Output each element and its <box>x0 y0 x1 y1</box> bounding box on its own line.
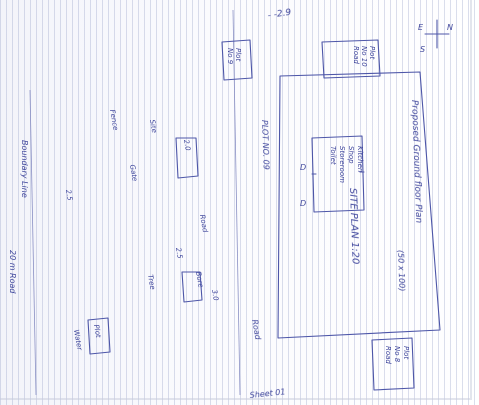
left-note: 2.5 <box>64 189 74 202</box>
left-note: 2.5 <box>174 247 184 260</box>
left-note: Bore <box>194 271 205 288</box>
left-note: Plot <box>92 324 102 339</box>
compass-n: N <box>447 23 453 32</box>
room-line-2: Shop <box>347 146 355 164</box>
building-outline <box>277 71 441 339</box>
box-top-right-line2: No 10 <box>360 46 368 67</box>
left-far-label: 20 m Road <box>8 250 17 294</box>
sheet-header: SITE PLAN 1:20 <box>347 188 361 265</box>
building-subtitle: (50 x 100) <box>396 250 406 292</box>
box-bottom-right: Plot No 8 Road <box>371 337 415 391</box>
box-top-right-line1: Plot <box>368 46 376 59</box>
box-bottom-right-line2: No 8 <box>393 346 401 363</box>
left-note: Water <box>72 329 84 352</box>
box-top-right: Plot No 10 Road <box>321 39 381 79</box>
left-note: 2.0 <box>182 139 192 152</box>
left-note: Site <box>148 119 158 134</box>
box-top-left-line2: No 9 <box>226 48 234 65</box>
box-top-left: Plot No 9 <box>221 39 253 81</box>
boundary-label: Boundary Line <box>20 140 29 198</box>
left-notes: 2.0 Site Fence Gate Road 2.5 Tree Bore 2… <box>64 109 220 355</box>
compass-e: E <box>418 23 424 32</box>
page-mark: Sheet 01 <box>249 387 286 400</box>
box-top-left-line1: Plot <box>234 48 242 61</box>
room-door-left: D <box>300 163 306 172</box>
left-note: 3.0 <box>210 289 220 302</box>
room-door-right: D <box>300 199 306 208</box>
compass-icon: N S E <box>418 19 453 54</box>
top-scrawl: - -2.9 <box>267 8 292 21</box>
room-line-4: Toilet <box>329 146 337 165</box>
ruled-line <box>29 89 37 396</box>
room-block: Kitchen Shop Storeroom Toilet D D <box>300 135 365 213</box>
ruled-line <box>232 9 241 396</box>
compass-s: S <box>420 45 425 54</box>
left-note: Gate <box>128 164 139 182</box>
left-note: Road <box>198 214 209 234</box>
building-title: Proposed Ground floor Plan <box>409 100 423 224</box>
box-top-right-line3: Road <box>352 46 360 64</box>
left-note: Tree <box>146 274 157 290</box>
paper-edge <box>0 0 472 400</box>
box-bottom-right-line3: Road <box>384 346 392 364</box>
plot-label: PLOT NO. 09 <box>260 120 271 170</box>
room-line-1: Kitchen <box>356 146 364 172</box>
box-bottom-right-line1: Plot <box>402 346 410 359</box>
left-note: Fence <box>108 109 120 131</box>
room-line-3: Storeroom <box>338 146 346 183</box>
road-label: Road <box>250 319 263 342</box>
